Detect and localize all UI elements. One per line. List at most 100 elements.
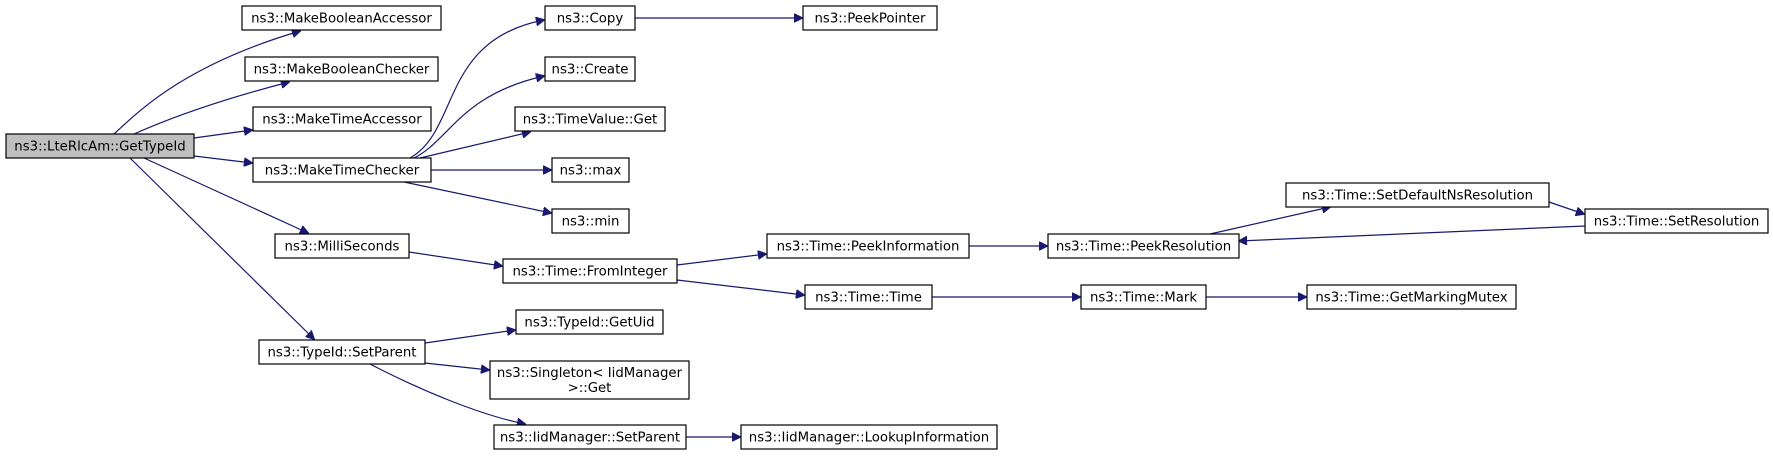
node-label: ns3::IidManager::LookupInformation	[749, 431, 989, 446]
edge-getTypeId-to-setParent	[129, 157, 314, 339]
node-min[interactable]: ns3::min	[551, 208, 630, 234]
node-setDefNs[interactable]: ns3::Time::SetDefaultNsResolution	[1285, 182, 1550, 208]
edge-setRes-to-peekRes	[1239, 225, 1586, 241]
node-label: ns3::MakeBooleanChecker	[254, 63, 430, 78]
edge-line	[419, 132, 530, 159]
edge-makeTimeChk-to-create	[413, 76, 544, 159]
node-label: ns3::PeekPointer	[814, 12, 926, 27]
node-box	[802, 5, 938, 31]
node-box	[515, 309, 664, 335]
nodes-layer: ns3::LteRlcAm::GetTypeId ns3::MakeBoolean…	[5, 5, 1769, 450]
node-box	[493, 424, 687, 450]
edge-line	[424, 330, 515, 344]
edge-getTypeId-to-milli	[143, 157, 308, 233]
node-label: >::Get	[568, 381, 612, 396]
node-singletonGet[interactable]: ns3::Singleton< IidManager>::Get	[489, 360, 690, 400]
node-label: ns3::MakeTimeAccessor	[262, 113, 422, 128]
node-label: ns3::Time::SetDefaultNsResolution	[1302, 189, 1533, 204]
node-makeBoolChk[interactable]: ns3::MakeBooleanChecker	[244, 56, 439, 82]
node-milli[interactable]: ns3::MilliSeconds	[274, 233, 410, 259]
node-setParent[interactable]: ns3::TypeId::SetParent	[258, 339, 426, 365]
node-makeBoolAcc[interactable]: ns3::MakeBooleanAccessor	[241, 5, 442, 31]
node-max[interactable]: ns3::max	[551, 157, 630, 183]
node-iidLookup[interactable]: ns3::IidManager::LookupInformation	[740, 424, 998, 450]
node-box	[551, 157, 630, 183]
node-iidSetParent[interactable]: ns3::IidManager::SetParent	[493, 424, 687, 450]
edge-makeTimeChk-to-min	[403, 181, 551, 213]
node-label: ns3::TypeId::SetParent	[267, 346, 416, 361]
node-label: ns3::Time::PeekInformation	[777, 240, 960, 255]
edges-layer	[113, 18, 1586, 437]
edge-line	[133, 82, 289, 135]
node-label: ns3::TimeValue::Get	[523, 113, 658, 128]
node-fromInt[interactable]: ns3::Time::FromInteger	[502, 258, 678, 284]
edge-getTypeId-to-makeTimeAcc	[193, 130, 252, 139]
node-label: ns3::Time::SetResolution	[1594, 215, 1760, 230]
node-box	[766, 233, 970, 259]
node-box	[244, 56, 439, 82]
node-box	[1080, 284, 1207, 310]
edge-line	[193, 155, 252, 163]
node-label: ns3::Time::FromInteger	[512, 265, 668, 280]
node-box	[5, 133, 195, 159]
node-getTypeId[interactable]: ns3::LteRlcAm::GetTypeId	[5, 133, 195, 159]
node-box	[502, 258, 678, 284]
edge-line	[143, 157, 308, 233]
edge-setParent-to-iidSetParent	[369, 363, 525, 424]
edge-line	[413, 76, 544, 159]
edge-setDefNs-to-setRes	[1548, 201, 1584, 214]
node-box	[544, 5, 636, 31]
edge-line	[403, 181, 551, 213]
node-copy[interactable]: ns3::Copy	[544, 5, 636, 31]
edge-makeTimeChk-to-copy	[409, 20, 544, 159]
node-getMarkMutex[interactable]: ns3::Time::GetMarkingMutex	[1306, 284, 1517, 310]
node-label: ns3::MilliSeconds	[285, 240, 400, 255]
edge-line	[676, 254, 766, 266]
edge-line	[113, 31, 300, 135]
node-box	[274, 233, 410, 259]
node-label: ns3::IidManager::SetParent	[500, 431, 680, 446]
edge-line	[1239, 225, 1586, 241]
node-label: ns3::Copy	[557, 12, 624, 27]
edge-line	[1548, 201, 1584, 214]
node-peekPtr[interactable]: ns3::PeekPointer	[802, 5, 938, 31]
node-box	[740, 424, 998, 450]
node-getUid[interactable]: ns3::TypeId::GetUid	[515, 309, 664, 335]
node-setRes[interactable]: ns3::Time::SetResolution	[1584, 208, 1769, 234]
node-box	[252, 106, 432, 132]
node-makeTimeAcc[interactable]: ns3::MakeTimeAccessor	[252, 106, 432, 132]
node-label: ns3::MakeTimeChecker	[265, 164, 420, 179]
edge-line	[1209, 207, 1330, 235]
node-label: ns3::Time::Mark	[1090, 291, 1197, 306]
node-box	[514, 106, 666, 132]
node-peekRes[interactable]: ns3::Time::PeekResolution	[1047, 233, 1240, 259]
edge-getTypeId-to-makeBoolAcc	[113, 31, 300, 135]
node-box	[551, 208, 630, 234]
node-box	[1285, 182, 1550, 208]
node-box	[804, 284, 933, 310]
node-box	[252, 157, 432, 183]
node-label: ns3::Time::Time	[815, 291, 922, 306]
node-label: ns3::Create	[552, 63, 629, 78]
node-label: ns3::Time::GetMarkingMutex	[1315, 291, 1507, 306]
edge-line	[676, 279, 804, 295]
node-box	[1047, 233, 1240, 259]
node-box	[1306, 284, 1517, 310]
node-box	[544, 56, 636, 82]
node-timeTime[interactable]: ns3::Time::Time	[804, 284, 933, 310]
node-create[interactable]: ns3::Create	[544, 56, 636, 82]
node-peekInfo[interactable]: ns3::Time::PeekInformation	[766, 233, 970, 259]
node-mark[interactable]: ns3::Time::Mark	[1080, 284, 1207, 310]
edge-line	[408, 251, 502, 266]
node-makeTimeChk[interactable]: ns3::MakeTimeChecker	[252, 157, 432, 183]
node-label: ns3::Singleton< IidManager	[497, 366, 683, 381]
node-label: ns3::max	[560, 164, 622, 179]
edge-setParent-to-getUid	[424, 330, 515, 344]
node-label: ns3::MakeBooleanAccessor	[251, 12, 432, 27]
node-box	[241, 5, 442, 31]
node-label: ns3::Time::PeekResolution	[1056, 240, 1231, 255]
node-box	[1584, 208, 1769, 234]
node-tvGet[interactable]: ns3::TimeValue::Get	[514, 106, 666, 132]
edge-line	[129, 157, 314, 339]
